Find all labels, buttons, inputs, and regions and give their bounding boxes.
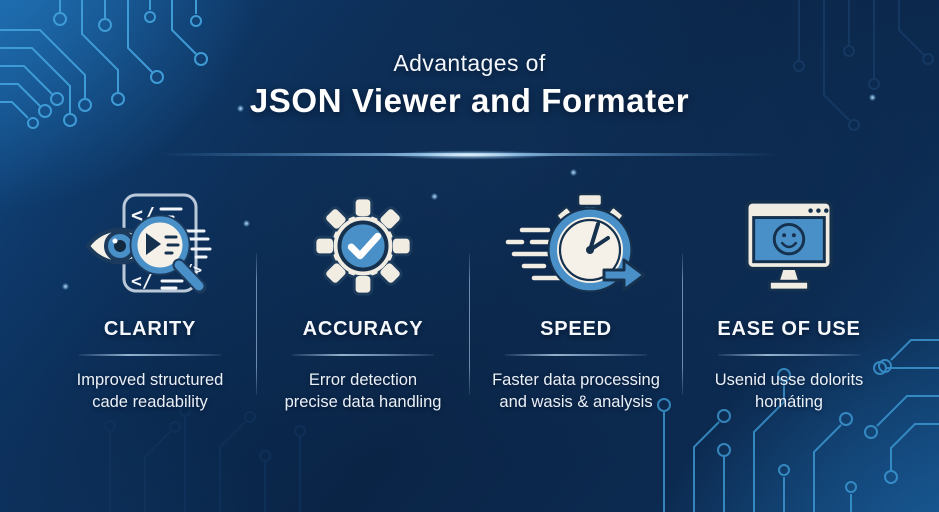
monitor-smiley-icon — [745, 200, 833, 292]
ease-of-use-description: Usenid usse dolorits homáting — [714, 371, 864, 411]
ease-of-use-underline — [718, 354, 860, 356]
accuracy-label: ACCURACY — [302, 318, 424, 340]
ease-of-use-label: EASE OF USE — [717, 318, 861, 340]
clarity-label: CLARITY — [103, 318, 197, 340]
accuracy-underline — [292, 354, 434, 356]
advantages-row: </ /> </ — [0, 190, 939, 414]
header-subtitle: Advantages of — [393, 50, 546, 76]
stopwatch-speed-icon — [505, 192, 646, 293]
accuracy-icon-box — [257, 190, 469, 302]
svg-text:</: </ — [131, 271, 153, 292]
glow-dot — [62, 283, 69, 290]
header: Advantages of JSON Viewer and Formater — [0, 50, 939, 120]
speed-description: Faster data processing and wasis & analy… — [492, 371, 660, 411]
page-title: JSON Viewer and Formater — [249, 82, 690, 119]
speed-icon-box — [470, 190, 682, 302]
speed-label: SPEED — [540, 318, 612, 340]
eye-magnifier-code-icon: </ /> </ — [85, 193, 212, 294]
speed-underline — [505, 354, 647, 356]
glow-dot — [237, 105, 244, 112]
gear-checkmark-icon — [313, 196, 413, 296]
glow-dot — [431, 193, 438, 200]
accuracy-description: Error detection precise data handling — [284, 371, 442, 411]
glow-dot — [869, 94, 876, 101]
column-divider — [682, 253, 683, 395]
column-clarity: </ /> </ — [44, 190, 256, 414]
glow-dot — [570, 169, 577, 176]
clarity-icon-box: </ /> </ — [44, 190, 256, 302]
clarity-underline — [79, 354, 221, 356]
column-divider — [256, 253, 257, 395]
header-glow-divider — [160, 153, 780, 156]
glow-dot — [243, 220, 250, 227]
column-divider — [469, 253, 470, 395]
ease-of-use-icon-box — [683, 190, 895, 302]
column-speed: SPEED Faster data processing and wasis &… — [470, 190, 682, 414]
column-accuracy: ACCURACY Error detection precise data ha… — [257, 190, 469, 414]
column-ease-of-use: EASE OF USE Usenid usse dolorits homátin… — [683, 190, 895, 414]
clarity-description: Improved structured cade readability — [76, 371, 224, 411]
